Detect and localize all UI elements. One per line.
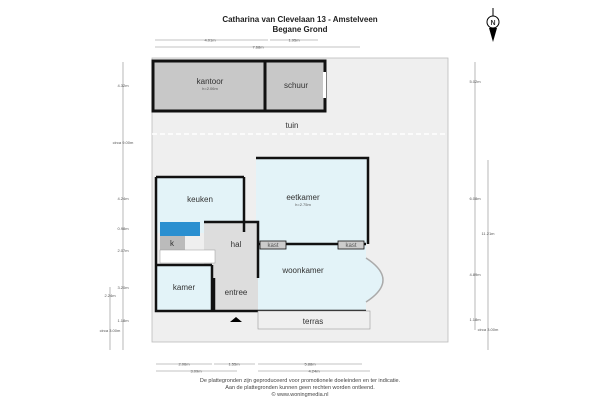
room-label-entree: entree [225,288,248,297]
dim-label: 1.95m [288,38,300,43]
svg-text:3.20m: 3.20m [117,285,129,290]
room-label-terras: terras [303,317,323,326]
room-height-kantoor: h=2.06m [202,86,218,91]
top-dimensions: 4.01m 1.95m 7.68m [155,38,360,50]
svg-text:4.32m: 4.32m [117,83,129,88]
entrance-arrow-icon [230,317,242,322]
room-label-schuur: schuur [284,81,308,90]
svg-text:circa 3.00m: circa 3.00m [478,327,499,332]
dim-label: 7.68m [252,45,264,50]
room-height-eetkamer: h=2.75m [295,202,311,207]
room-label-kast: kast [345,243,356,249]
svg-text:circa 3.00m: circa 3.00m [100,328,121,333]
stairs [159,249,216,264]
dim-label: 4.01m [204,38,216,43]
svg-text:6.08m: 6.08m [469,196,481,201]
room-label-keuken: keuken [187,195,213,204]
svg-text:1.18m: 1.18m [469,317,481,322]
disclaimer: De plattegronden zijn geproduceerd voor … [199,378,401,398]
compass-icon: N [486,8,500,42]
room-label-kantoor: kantoor [197,77,224,86]
svg-text:3.09m: 3.09m [190,369,202,374]
svg-text:0.98m: 0.98m [117,226,129,231]
svg-text:4.89m: 4.89m [469,272,481,277]
room-label-woonkamer: woonkamer [281,266,324,275]
svg-text:4.24m: 4.24m [308,369,320,374]
room-label-hal: hal [231,240,242,249]
room-kantoor [151,59,267,113]
svg-text:2.06m: 2.06m [178,362,190,367]
svg-text:1.55m: 1.55m [228,362,240,367]
room-label-kast: kast [267,243,278,249]
plan-subtitle: Begane Grond [272,25,328,34]
svg-text:2.24m: 2.24m [104,293,116,298]
plan-title: Catharina van Clevelaan 13 - Amstelveen [222,15,378,24]
room-schuur [263,59,327,113]
room-label-kamer: kamer [173,283,196,292]
compass-north-label: N [490,20,495,27]
svg-text:11.21m: 11.21m [481,231,495,236]
room-label-k: k [170,239,175,248]
bottom-dimensions: 2.06m 1.55m 5.88m 3.09m 4.24m [156,362,370,374]
svg-text:4.24m: 4.24m [117,196,129,201]
house [154,156,384,330]
svg-text:5.02m: 5.02m [469,79,481,84]
svg-text:1.18m: 1.18m [117,318,129,323]
room-label-tuin: tuin [286,121,299,130]
svg-text:circa 9.00m: circa 9.00m [113,140,134,145]
svg-text:5.88m: 5.88m [304,362,316,367]
left-dimensions: 4.32m circa 9.00m 4.24m 0.98m 2.07m 3.20… [100,62,134,350]
svg-text:2.07m: 2.07m [117,248,129,253]
right-dimensions: 5.02m 6.08m 11.21m 4.89m 1.18m circa 3.0… [469,62,499,350]
room-label-eetkamer: eetkamer [286,193,320,202]
toilet [160,222,200,236]
